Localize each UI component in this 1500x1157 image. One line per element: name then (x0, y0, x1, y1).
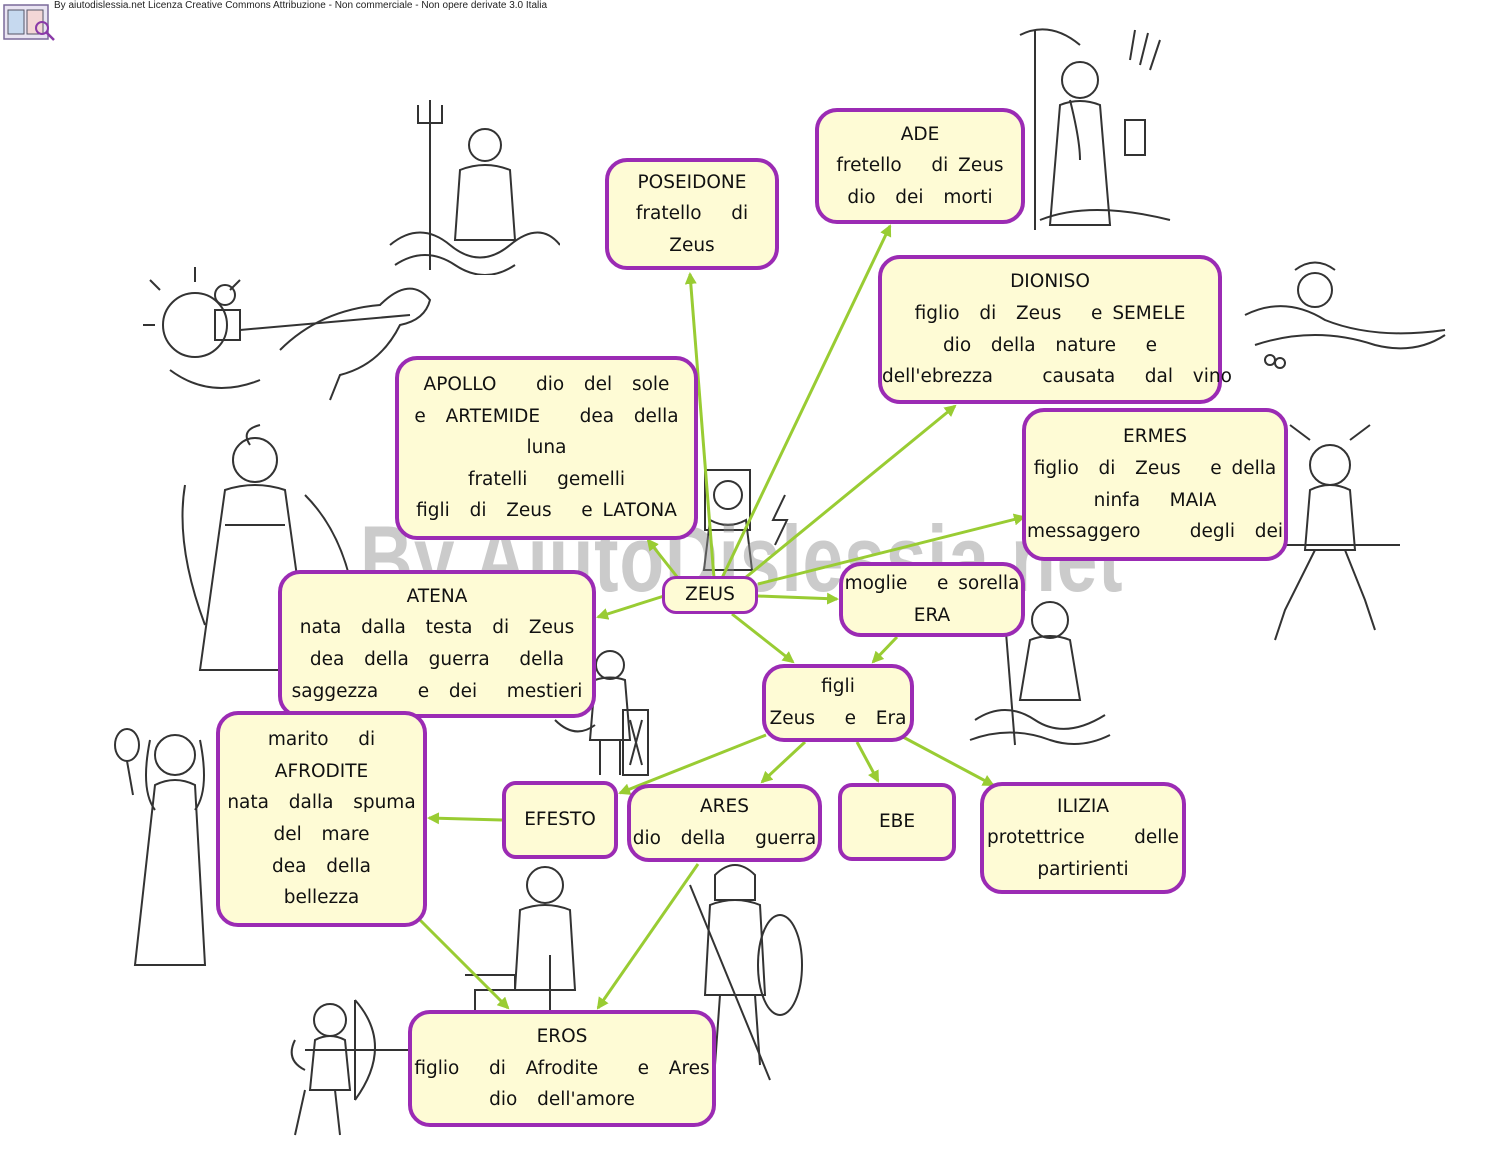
arrow-zeus-to-atena (596, 594, 665, 620)
arrow-zeus-to-dioniso (744, 404, 957, 580)
node-ares-line: ARES (700, 796, 749, 818)
node-apollo-line: e ARTEMIDE dea della (414, 405, 679, 427)
node-ade-line: fretello di Zeus (836, 155, 1004, 177)
arrow-figli-to-ebe (855, 741, 880, 783)
node-ermes-line: figlio di Zeus e della (1033, 457, 1277, 479)
node-apollo-line: APOLLO dio del sole (423, 374, 670, 396)
node-poseidone-line: POSEIDONE (637, 171, 747, 193)
arrow-zeus-to-apollo (646, 538, 680, 579)
node-poseidone-line: fratello di (635, 203, 749, 225)
node-afrodite-line: AFRODITE (274, 760, 369, 782)
node-figli-line: Zeus e Era (769, 708, 907, 729)
node-afrodite-line: marito di (267, 729, 376, 751)
node-atena-line: ATENA (406, 585, 468, 607)
node-ilizia-line: partirienti (1037, 858, 1129, 880)
node-atena-line: saggezza e dei mestieri (291, 680, 583, 702)
node-ermes-line: ninfa MAIA (1093, 489, 1217, 511)
node-atena-line: dea della guerra della (309, 649, 565, 670)
hades-figure (1000, 20, 1190, 235)
node-eros-line: EROS (536, 1026, 588, 1048)
node-apollo: APOLLO dio del sole e ARTEMIDE dea della l… (395, 356, 698, 540)
arrow-figli-to-efesto (618, 733, 767, 795)
zeus-figure (690, 465, 810, 575)
node-figli-line: figli (821, 676, 855, 698)
arrow-ares-to-eros (596, 863, 700, 1010)
node-ade-line: ADE (900, 123, 940, 145)
node-dioniso-line: DIONISO (1010, 271, 1090, 293)
node-ermes-line: messaggero degli dei (1027, 521, 1283, 543)
node-era-line: ERA (913, 604, 951, 626)
node-ade-line: dio dei morti (847, 186, 993, 208)
site-logo (2, 2, 56, 42)
node-dioniso-line: figlio di Zeus e SEMELE (914, 302, 1186, 324)
athena-figure (545, 640, 660, 780)
arrow-zeus-to-ermes (757, 513, 1026, 586)
aphrodite-figure (105, 710, 215, 975)
node-apollo-line: fratelli gemelli (467, 468, 626, 490)
arrow-efesto-to-afrodite (427, 812, 503, 825)
node-ebe: EBE (838, 783, 956, 861)
poseidon-figure (380, 95, 561, 276)
hera-figure (955, 580, 1125, 750)
arrow-era-to-figli (871, 635, 899, 664)
license-text: By aiutodislessia.net Licenza Creative C… (54, 0, 548, 11)
node-atena: ATENA nata dalla testa di Zeus dea della g… (278, 570, 596, 718)
node-eros-line: dio dell'amore (489, 1089, 635, 1111)
node-atena-line: nata dalla testa di Zeus (299, 617, 575, 639)
node-afrodite-line: bellezza (283, 887, 360, 909)
node-dioniso-line: dell'ebrezza causata dal vino (882, 366, 1232, 388)
node-era-line: moglie e sorella (844, 572, 1020, 594)
node-eros-line: figlio di Afrodite e Ares (414, 1057, 710, 1079)
node-ilizia-line: protettrice delle (987, 827, 1179, 849)
node-ilizia-line: ILIZIA (1056, 795, 1109, 817)
node-afrodite: marito di AFRODITE nata dalla spuma del mar… (216, 711, 427, 927)
node-ermes: ERMES figlio di Zeus e della ninfa MAIA mes… (1022, 408, 1288, 561)
node-dioniso: DIONISO figlio di Zeus e SEMELE dio della … (878, 255, 1232, 404)
node-afrodite-line: dea della (272, 855, 371, 877)
hermes-figure (1240, 420, 1410, 650)
node-ilizia: ILIZIA protettrice delle partirienti (980, 782, 1186, 894)
node-ermes-line: ERMES (1123, 426, 1187, 448)
arrow-zeus-to-poseidone (684, 272, 716, 579)
node-zeus-line: ZEUS (685, 584, 735, 606)
node-ares: ARES dio della guerra (627, 784, 822, 862)
arrow-zeus-to-era (757, 592, 839, 605)
arrow-figli-to-ilizia (902, 735, 995, 787)
node-dioniso-line: dio della nature e (942, 334, 1158, 356)
node-efesto-line: EFESTO (524, 809, 596, 831)
arrow-afrodite-to-eros (408, 908, 510, 1010)
node-apollo-line: luna (526, 437, 567, 459)
dionysus-figure (1235, 255, 1455, 375)
ares-figure (660, 855, 810, 1085)
node-efesto: EFESTO (502, 781, 618, 859)
node-poseidone-line: Zeus (669, 234, 715, 256)
node-eros: EROS figlio di Afrodite e Ares dio dell'am… (408, 1010, 716, 1127)
node-ares-line: dio della guerra (632, 828, 817, 849)
arrow-figli-to-ares (760, 740, 807, 784)
node-ebe-line: EBE (878, 811, 916, 833)
arrow-zeus-to-figli (731, 612, 795, 664)
eros-figure (285, 985, 415, 1145)
node-afrodite-line: nata dalla spuma (227, 792, 416, 814)
node-apollo-line: figli di Zeus e LATONA (416, 500, 677, 522)
node-poseidone: POSEIDONE fratello di Zeus (605, 158, 779, 270)
apollo-chariot-figure (140, 260, 440, 405)
node-ade: ADE fretello di Zeus dio dei morti (815, 108, 1025, 224)
node-afrodite-line: del mare (273, 824, 370, 845)
node-zeus: ZEUS (662, 576, 758, 614)
arrow-zeus-to-ade (720, 224, 892, 579)
